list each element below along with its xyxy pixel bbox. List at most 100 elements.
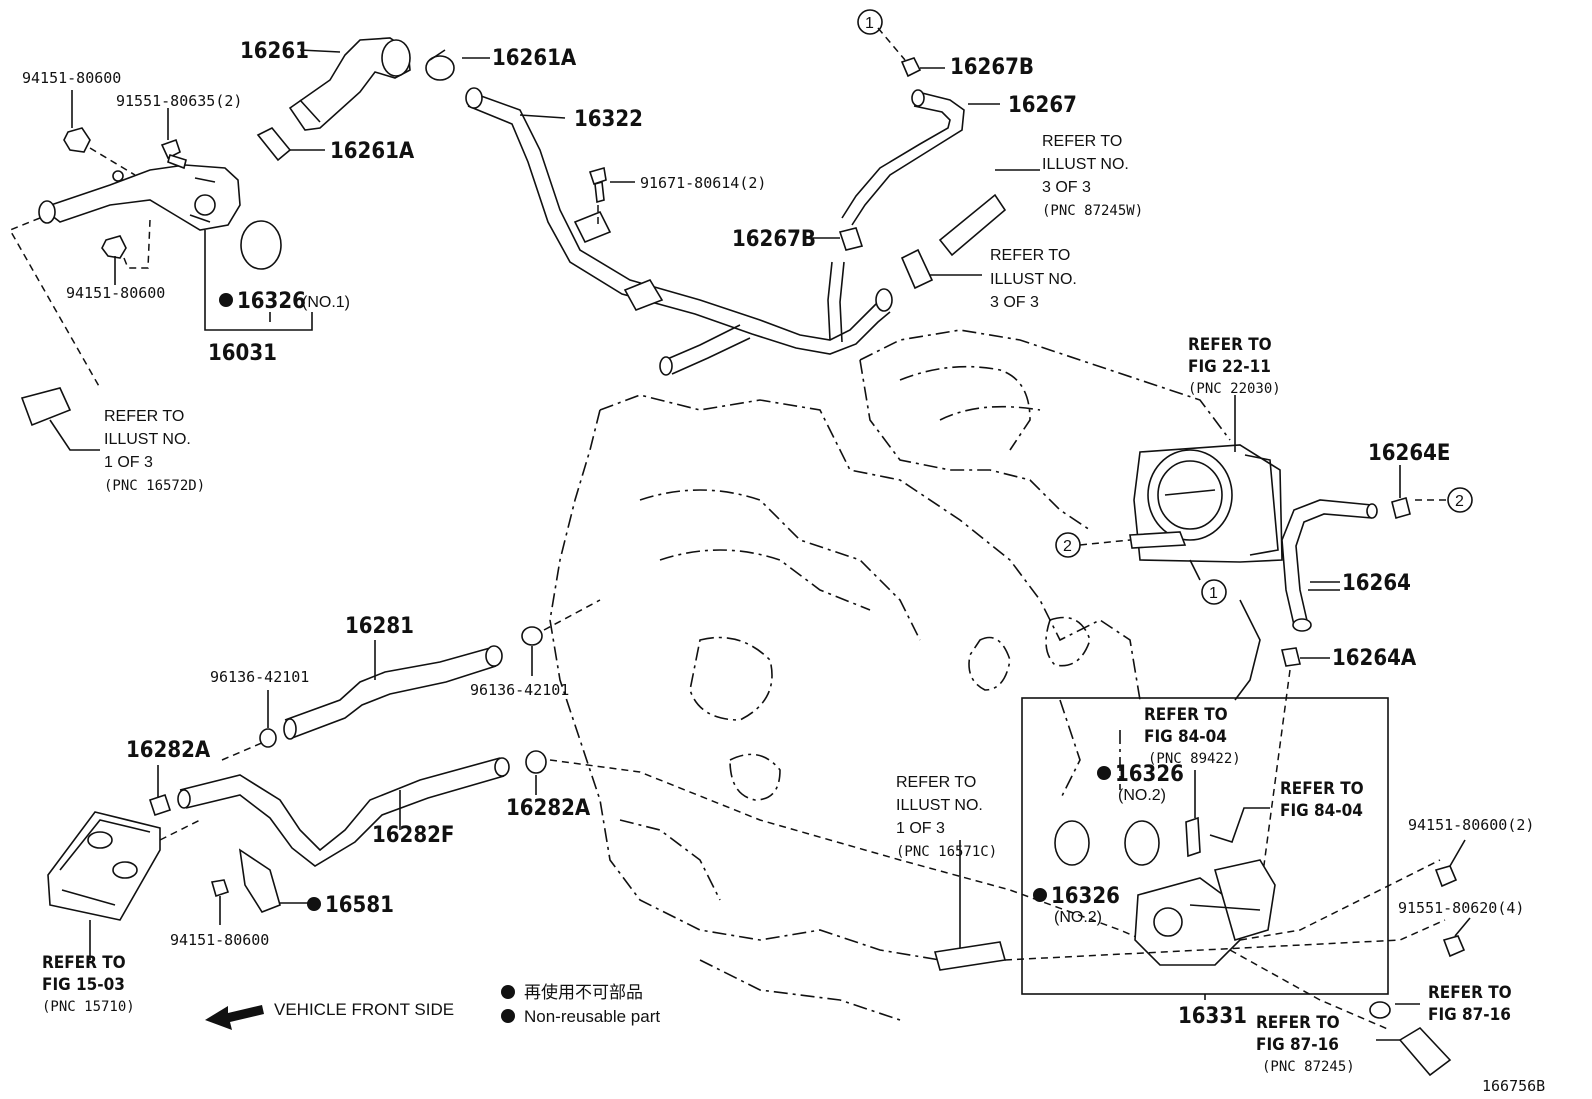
label-16261: 16261: [240, 39, 309, 64]
label-91551-a: 91551-80635(2): [116, 92, 242, 110]
ref9-line2: FIG 87-16: [1428, 1005, 1511, 1025]
bolt-94151-d[interactable]: [1434, 865, 1458, 888]
ref1-line2: ILLUST NO.: [104, 431, 191, 448]
ref3-line1: REFER TO: [990, 247, 1070, 264]
water-outlet-16331[interactable]: [1134, 859, 1276, 966]
label-16031: 16031: [208, 341, 277, 366]
label-16264: 16264: [1342, 571, 1411, 596]
label-16267: 16267: [1008, 93, 1077, 118]
bolt-94151-a[interactable]: [63, 127, 91, 153]
legend: 再使用不可部品 Non-reusable part: [501, 982, 660, 1026]
ref4-line2: FIG 22-11: [1188, 357, 1271, 377]
clamp-16261A-mid[interactable]: [256, 126, 292, 162]
clamp-16282A-left[interactable]: [148, 793, 172, 817]
hose-16282F[interactable]: [177, 757, 510, 867]
clamp-96136-a[interactable]: [259, 728, 277, 748]
label-94151-d: 94151-80600(2): [1408, 816, 1534, 834]
label-16581: 16581: [325, 893, 394, 918]
oil-cooler[interactable]: [47, 811, 161, 921]
ref7-line2: FIG 84-04: [1280, 801, 1363, 821]
o-ring-16326-no2a[interactable]: [1054, 820, 1090, 866]
non-reusable-dot-3: [1097, 766, 1111, 780]
bolt-94151-b[interactable]: [101, 235, 127, 259]
bolt-91671[interactable]: [588, 166, 607, 204]
clip-16264A[interactable]: [1281, 647, 1301, 667]
hose-16264[interactable]: [1281, 499, 1378, 632]
o-ring-16326-no1[interactable]: [240, 220, 282, 270]
label-16282A-left: 16282A: [126, 738, 211, 763]
vehicle-front-label: VEHICLE FRONT SIDE: [274, 1000, 454, 1019]
clamp-16282A-right[interactable]: [525, 750, 547, 774]
label-16261A-mid: 16261A: [330, 139, 415, 164]
label-16322: 16322: [574, 107, 643, 132]
clip-16267B-mid[interactable]: [838, 227, 864, 251]
engine-outline: [549, 329, 1261, 1021]
clamp-16261A-top[interactable]: [425, 49, 455, 81]
legend-dot-en: [501, 1009, 515, 1023]
water-inlet-housing[interactable]: [38, 164, 241, 231]
hose-ref-87245: [1369, 1001, 1452, 1077]
ref8-line3: (PNC 15710): [42, 999, 135, 1015]
ref5-line4: (PNC 16571C): [896, 844, 997, 860]
legend-en: Non-reusable part: [524, 1007, 660, 1026]
label-96136-a: 96136-42101: [210, 668, 309, 686]
bolt-91551-a[interactable]: [160, 138, 187, 170]
label-16282A-right: 16282A: [506, 796, 591, 821]
label-16326-no2a-note: (NO.2): [1118, 787, 1166, 804]
clip-16264E[interactable]: [1391, 497, 1411, 519]
ref2-line3: 3 OF 3: [1042, 179, 1091, 196]
pipe-ref-16571C: [933, 941, 1007, 971]
ref4-line3: (PNC 22030): [1188, 381, 1281, 397]
non-reusable-dot-1: [219, 293, 233, 307]
ref6-line2: FIG 84-04: [1144, 727, 1227, 747]
label-94151-a: 94151-80600: [22, 69, 121, 87]
pipe-ref-87245W: [938, 193, 1007, 257]
ref10-line2: FIG 87-16: [1256, 1035, 1339, 1055]
diagram-id: 166756B: [1482, 1077, 1545, 1095]
label-16331: 16331: [1178, 1004, 1247, 1029]
label-91551-b: 91551-80620(4): [1398, 899, 1524, 917]
callout-circles: 1 2 2 1: [857, 9, 1473, 605]
legend-jp: 再使用不可部品: [524, 982, 643, 1002]
ref6-line3: (PNC 89422): [1148, 751, 1241, 767]
label-16326-no2b: 16326: [1051, 884, 1120, 909]
ref5-line2: ILLUST NO.: [896, 797, 983, 814]
o-ring-16326-no2b[interactable]: [1124, 820, 1160, 866]
callout-1-top: 1: [865, 15, 874, 32]
ref4-line1: REFER TO: [1188, 335, 1272, 355]
hose-16267[interactable]: [841, 89, 965, 226]
ref5-line3: 1 OF 3: [896, 820, 945, 837]
ref1-line4: (PNC 16572D): [104, 478, 205, 494]
ref5-line1: REFER TO: [896, 774, 976, 791]
ref1-line1: REFER TO: [104, 408, 184, 425]
ref8-line2: FIG 15-03: [42, 975, 125, 995]
hose-16281[interactable]: [283, 645, 503, 740]
labels: 16261 16261A 16261A 16322 16267B 16267 1…: [22, 39, 1545, 1095]
non-reusable-dot-2: [307, 897, 321, 911]
bolt-94151-c[interactable]: [210, 879, 230, 898]
label-94151-c: 94151-80600: [170, 931, 269, 949]
label-16267B-top: 16267B: [950, 55, 1034, 80]
label-96136-b: 96136-42101: [470, 681, 569, 699]
bolt-91551-b[interactable]: [1442, 935, 1466, 958]
pipe-16322[interactable]: [465, 87, 893, 376]
throttle-body[interactable]: [1129, 444, 1283, 563]
label-16326-no1-note: (NO.1): [302, 294, 350, 311]
clip-16267B-top[interactable]: [900, 57, 922, 78]
ref8-line1: REFER TO: [42, 953, 126, 973]
ref3-line2: ILLUST NO.: [990, 271, 1077, 288]
hose-16261[interactable]: [288, 37, 411, 131]
label-16326-no2b-note: (NO.2): [1054, 909, 1102, 926]
temp-sensor[interactable]: [1185, 816, 1201, 858]
label-91671: 91671-80614(2): [640, 174, 766, 192]
callout-2-right: 2: [1455, 493, 1464, 510]
ref10-line1: REFER TO: [1256, 1013, 1340, 1033]
label-16264E: 16264E: [1368, 441, 1450, 466]
clip-ref-3of3: [900, 248, 934, 290]
ref2-line4: (PNC 87245W): [1042, 203, 1143, 219]
bracket-16581[interactable]: [238, 848, 281, 913]
front-arrow-icon: [205, 1005, 264, 1030]
ref6-line1: REFER TO: [1144, 705, 1228, 725]
legend-dot-jp: [501, 985, 515, 999]
clamp-96136-b[interactable]: [521, 626, 543, 646]
